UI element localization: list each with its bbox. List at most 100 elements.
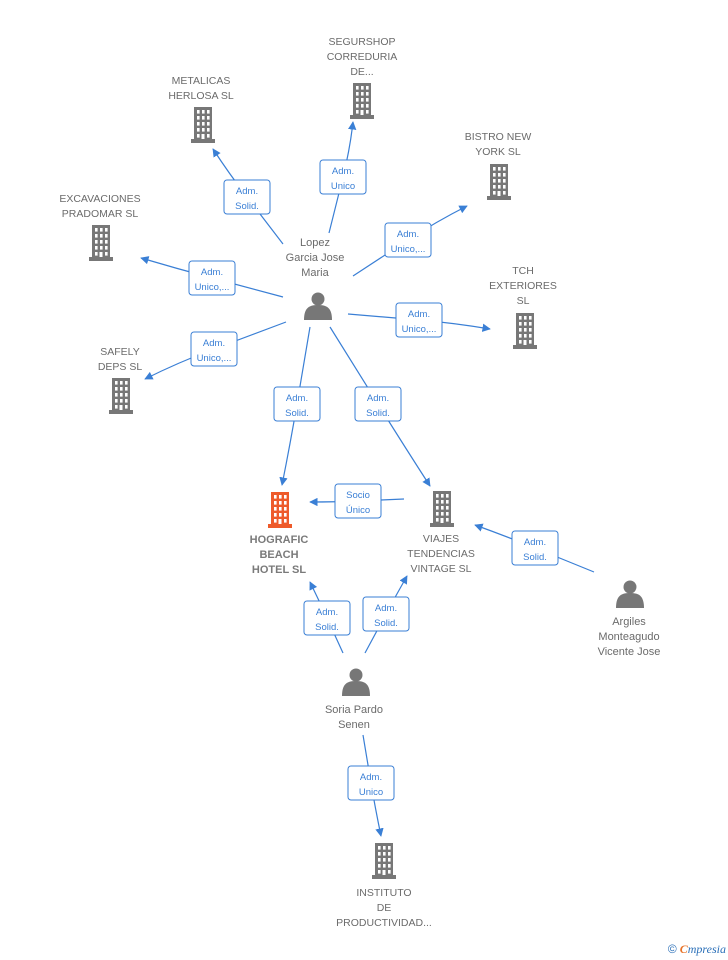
edge-label-text: Solid. (366, 408, 390, 419)
company-label-metalicas-line: HERLOSA SL (168, 90, 234, 102)
building-icon-metalicas[interactable] (191, 107, 215, 143)
edge-label-text: Unico,... (197, 353, 232, 364)
edge-label-e12[interactable]: Adm. Solid. (362, 596, 410, 632)
edge-label-e7[interactable]: Adm. Solid. (273, 386, 321, 422)
edge-label-e6[interactable]: Adm.Unico,... (190, 331, 238, 367)
edge-label-e11[interactable]: Adm. Solid. (303, 600, 351, 636)
building-icon-instituto[interactable] (372, 843, 396, 879)
person-label-soria-line: Soria Pardo (325, 704, 383, 716)
company-label-excavaciones-line: EXCAVACIONES (59, 193, 140, 205)
person-label-lopez-line: Maria (301, 267, 329, 279)
company-label-excavaciones-line: PRADOMAR SL (62, 208, 139, 220)
building-icon-viajes[interactable] (430, 491, 454, 527)
person-label-argiles-line: Argiles (612, 616, 646, 628)
edge-label-box[interactable] (347, 765, 395, 801)
brand-initial: C (679, 942, 688, 956)
edge-label-text: Adm. (236, 186, 258, 197)
company-label-segurshop-line: SEGURSHOP (328, 36, 395, 48)
edge-label-text: Adm. (332, 166, 354, 177)
edge-label-box[interactable] (511, 530, 559, 566)
edge-label-text: Adm. (286, 393, 308, 404)
company-label-tch-line: EXTERIORES (489, 280, 557, 292)
person-icon-argiles[interactable] (616, 580, 644, 609)
company-label-excavaciones: EXCAVACIONES PRADOMAR SL (59, 193, 140, 220)
company-label-instituto-line: PRODUCTIVIDAD... (336, 917, 432, 929)
edge-label-text: Unico,... (195, 282, 230, 293)
company-label-bistro-line: YORK SL (475, 146, 521, 158)
building-icon-excavaciones[interactable] (89, 225, 113, 261)
edge-label-text: Adm. (397, 229, 419, 240)
building-icon-safely[interactable] (109, 378, 133, 414)
edge-label-e8[interactable]: Adm.Solid. (354, 386, 402, 422)
person-icon-soria[interactable] (342, 668, 370, 697)
edge-label-e1[interactable]: Adm.Solid. (223, 179, 271, 215)
edge-label-box[interactable] (362, 596, 410, 632)
edge-label-e10[interactable]: Adm.Solid. (511, 530, 559, 566)
edge-label-text: Adm. (360, 772, 382, 783)
edge-label-text: Adm. (316, 607, 338, 618)
edge-label-text: Unico (359, 787, 383, 798)
edge-label-text: Único (346, 505, 370, 516)
edge-label-text: Unico,... (402, 324, 437, 335)
company-label-tch-line: TCH (512, 265, 534, 277)
company-label-viajes-line: VINTAGE SL (410, 563, 471, 575)
edge-label-text: Solid. (374, 618, 398, 629)
edge-label-text: Solid. (315, 622, 339, 633)
company-label-segurshop-line: DE... (350, 66, 373, 78)
edge-label-e2[interactable]: Adm. Unico (319, 159, 367, 195)
company-label-instituto-line: DE (377, 902, 392, 914)
edge-label-text: Adm. (201, 267, 223, 278)
edge-label-box[interactable] (273, 386, 321, 422)
edge-label-e13[interactable]: Adm. Unico (347, 765, 395, 801)
edge-label-text: Adm. (408, 309, 430, 320)
edge-label-box[interactable] (319, 159, 367, 195)
edge-label-e4[interactable]: Adm. Unico,... (188, 260, 236, 296)
person-icon-lopez[interactable] (304, 292, 332, 321)
edge-label-box[interactable] (354, 386, 402, 422)
edge-label-e3[interactable]: Adm. Unico,... (384, 222, 432, 258)
company-label-instituto: INSTITUTO DE PRODUCTIVIDAD... (336, 887, 432, 929)
building-icon-hografic[interactable] (268, 492, 292, 528)
company-label-viajes-line: TENDENCIAS (407, 548, 475, 560)
person-label-lopez-line: Garcia Jose (286, 252, 345, 264)
building-icon-tch[interactable] (513, 313, 537, 349)
company-label-hografic: HOGRAFIC BEACH HOTEL SL (250, 534, 309, 576)
company-label-metalicas: METALICAS HERLOSA SL (168, 75, 234, 102)
edge-label-text: Adm. (524, 537, 546, 548)
building-icon-segurshop[interactable] (350, 83, 374, 119)
company-label-metalicas-line: METALICAS (172, 75, 231, 87)
company-label-hografic-line: BEACH (259, 549, 298, 561)
company-label-hografic-line: HOGRAFIC (250, 534, 309, 546)
edge-label-text: Unico,... (391, 244, 426, 255)
edge-label-text: Solid. (285, 408, 309, 419)
company-label-hografic-line: HOTEL SL (252, 564, 306, 576)
brand-name: mpresia (687, 942, 726, 956)
edge-labels-layer: Adm.Solid.Adm.UnicoAdm.Unico,...Adm.Unic… (188, 159, 559, 801)
edge-label-box[interactable] (188, 260, 236, 296)
edge-label-box[interactable] (223, 179, 271, 215)
building-icon-bistro[interactable] (487, 164, 511, 200)
person-label-argiles-line: Vicente Jose (598, 646, 661, 658)
edge-label-box[interactable] (303, 600, 351, 636)
person-label-lopez-line: Lopez (300, 237, 330, 249)
company-label-bistro-line: BISTRO NEW (465, 131, 532, 143)
edge-label-box[interactable] (334, 483, 382, 519)
edge-label-text: Unico (331, 181, 355, 192)
edge-label-box[interactable] (384, 222, 432, 258)
edge-label-e5[interactable]: Adm. Unico,... (395, 302, 443, 338)
person-label-soria-line: Senen (338, 719, 370, 731)
edge-label-text: Adm. (375, 603, 397, 614)
edge-label-box[interactable] (190, 331, 238, 367)
edge-label-box[interactable] (395, 302, 443, 338)
company-label-instituto-line: INSTITUTO (356, 887, 411, 899)
company-label-safely-line: SAFELY (100, 346, 140, 358)
